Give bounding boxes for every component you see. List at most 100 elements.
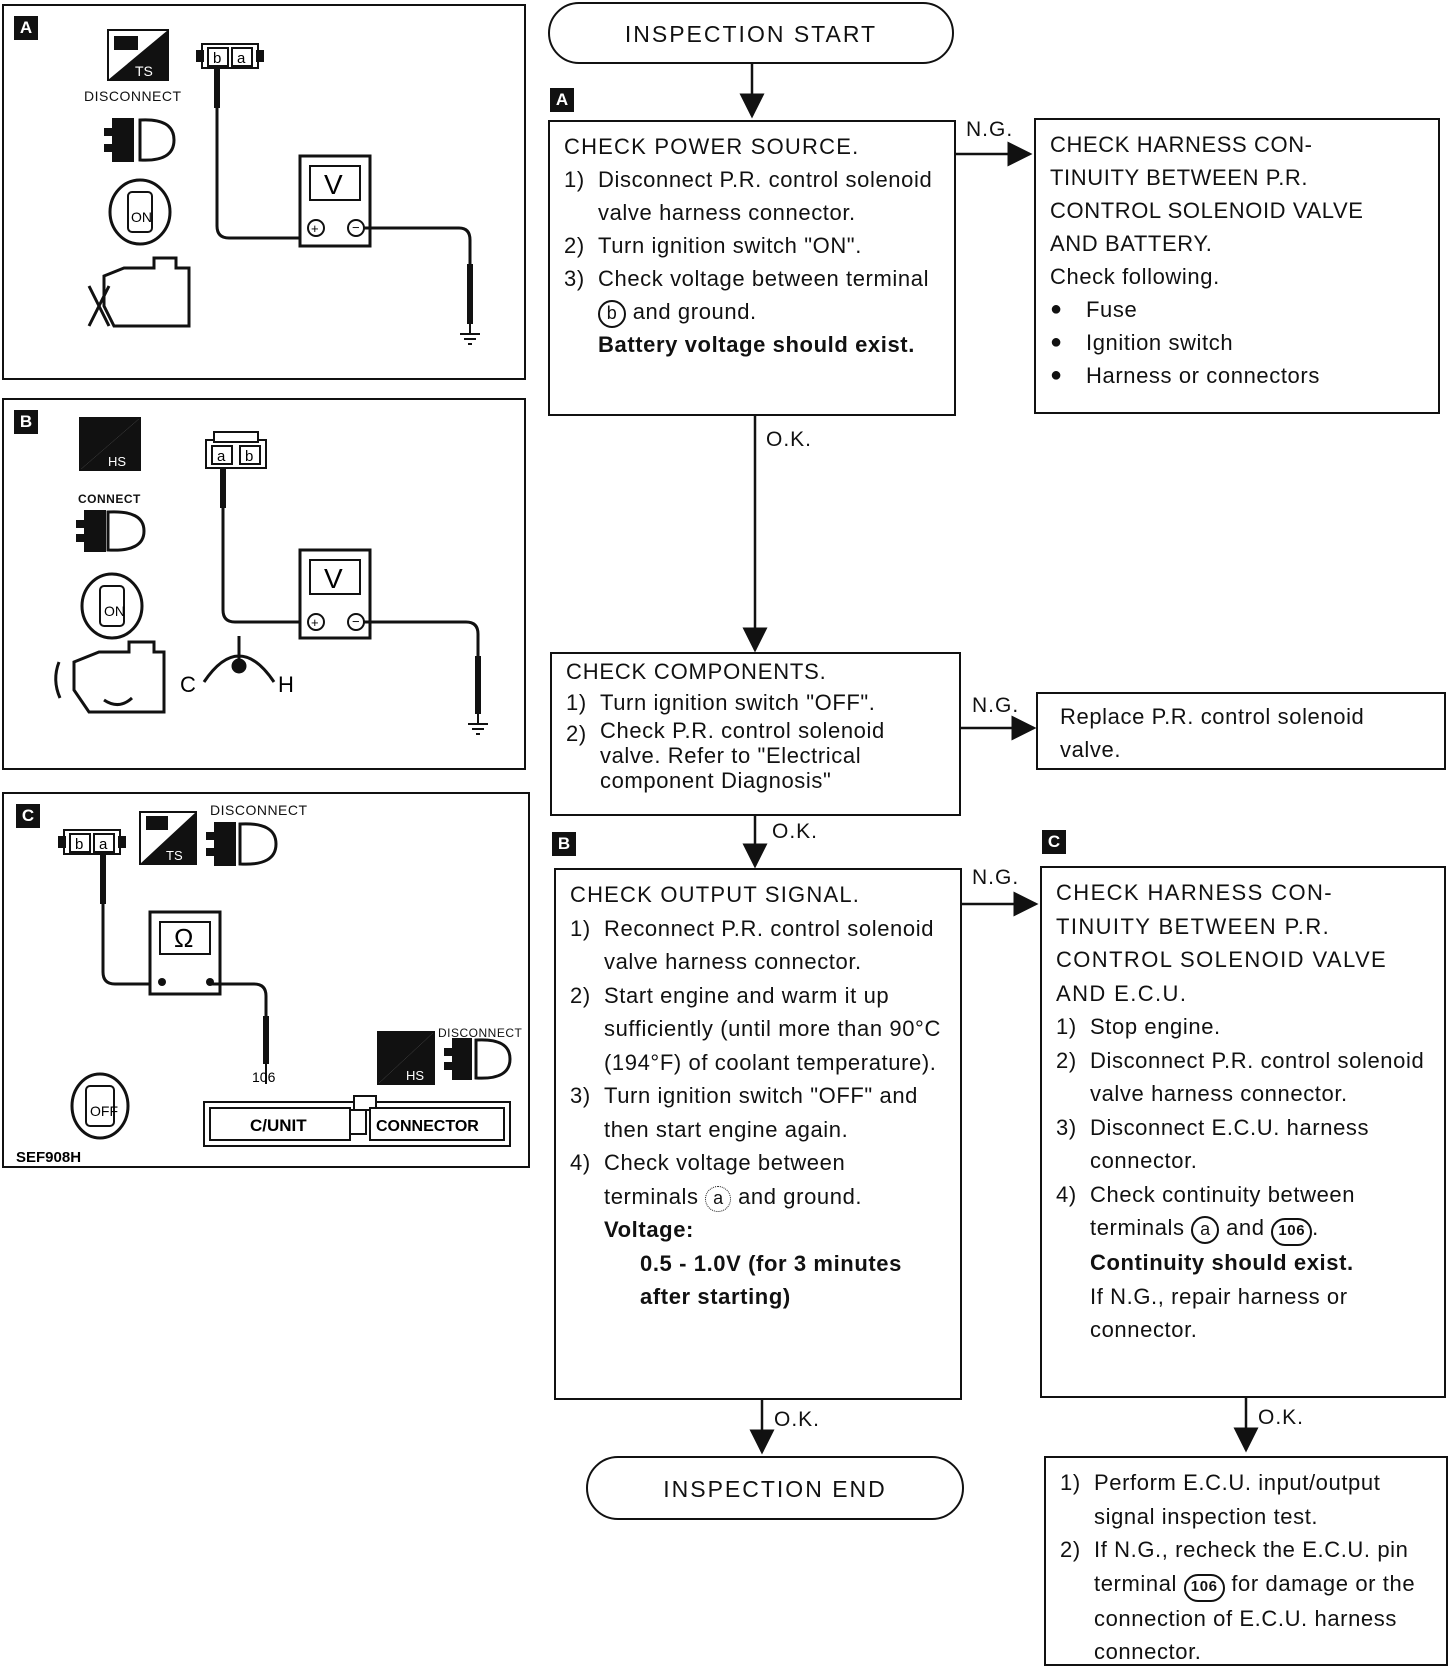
ecu-test-step-2: If N.G., recheck the E.C.U. pin terminal… [1094,1537,1416,1664]
ignition-hs-icon [79,417,141,471]
svg-text:ON: ON [104,603,125,619]
svg-text:C: C [180,672,196,697]
check-power-source-title: CHECK POWER SOURCE. [564,134,860,159]
svg-text:V: V [324,169,343,200]
key-off-icon [70,1072,130,1140]
connector-icon [205,431,267,469]
panel-c-tag: C [16,804,40,828]
step-c-tag: C [1042,830,1066,854]
svg-text:a: a [237,50,246,67]
panel-c: C b a TS Ω [2,792,530,1168]
svg-text:HS: HS [406,1068,424,1083]
ecu-test-box: 1)Perform E.C.U. input/output signal ins… [1044,1456,1448,1666]
ignition-ts-icon [139,811,197,865]
connector-icon [58,829,126,855]
voltage-value: 0.5 - 1.0V (for 3 minutes after starting… [640,1250,902,1310]
svg-text:OFF: OFF [90,1103,118,1119]
engine-running-icon [54,640,166,714]
panel-b-tag: B [14,410,38,434]
harness-ecu-title-2: TINUITY BETWEEN P.R. [1056,913,1331,939]
engine-stopped-icon [87,256,191,328]
continuity-spec: Continuity should exist. [1090,1250,1354,1275]
ok-label-3: O.K. [774,1408,821,1431]
terminal-106-icon: 106 [1271,1218,1313,1246]
disconnect-plug-icon [206,822,278,866]
check-harness-battery-box: CHECK HARNESS CON- TINUITY BETWEEN P.R. … [1034,118,1440,414]
check-output-signal-title: CHECK OUTPUT SIGNAL. [570,882,861,907]
output-step-1: Reconnect P.R. control solenoid valve ha… [604,915,935,975]
power-step-3: Check voltage between terminal b and gro… [598,266,930,357]
svg-text:−: − [352,614,360,629]
svg-text:106: 106 [252,1069,276,1085]
panel-a-disconnect-label: DISCONNECT [84,88,182,104]
voltmeter-icon: + − [298,154,372,248]
svg-text:a: a [217,448,226,465]
harness-battery-check: Check following. [1050,264,1220,289]
panel-c-disconnect-top-label: DISCONNECT [210,802,308,818]
svg-text:b: b [245,448,253,465]
ng-label-3: N.G. [972,866,1020,889]
connector-icon [196,43,264,69]
harness-battery-title-3: CONTROL SOLENOID VALVE [1050,198,1364,223]
power-step-1: Disconnect P.R. control solenoid valve h… [598,167,933,225]
ecu-step-1: Stop engine. [1090,1014,1221,1039]
ok-label-2: O.K. [772,820,819,843]
bullet-ignition: Ignition switch [1086,330,1234,355]
check-components-title: CHECK COMPONENTS. [566,659,827,684]
probe-red [214,68,220,108]
panel-a-tag: A [14,16,38,40]
svg-text:TS: TS [135,63,153,79]
output-step-4: Check voltage between terminals a and gr… [604,1146,946,1314]
inspection-end: INSPECTION END [586,1456,964,1520]
svg-text:−: − [352,220,360,235]
check-power-source-box: CHECK POWER SOURCE. 1)Disconnect P.R. co… [548,120,956,416]
svg-text:+: + [311,615,319,630]
svg-text:a: a [99,836,108,853]
check-output-signal-box: CHECK OUTPUT SIGNAL. 1)Reconnect P.R. co… [554,868,962,1400]
svg-text:ON: ON [131,209,152,225]
panel-a-drawing: TS b a + − V [87,29,480,345]
terminal-b-icon: b [598,300,626,328]
ignition-hs-icon [377,1031,435,1085]
svg-text:TS: TS [166,848,183,863]
harness-battery-title-4: AND BATTERY. [1050,231,1213,256]
probe-black [467,264,473,324]
output-step-3: Turn ignition switch "OFF" and then star… [604,1083,919,1142]
ecu-connector-icon [203,1095,511,1147]
svg-text:H: H [278,672,294,697]
key-on-icon [108,178,172,246]
ok-label-1: O.K. [766,428,813,451]
ground-icon [468,714,488,735]
ohmmeter-icon [148,910,222,996]
panel-b-connect-label: CONNECT [78,492,141,506]
continuity-repair: If N.G., repair harness or connector. [1090,1283,1348,1343]
svg-text:C/UNIT: C/UNIT [250,1116,307,1135]
svg-text:b: b [75,836,83,853]
inspection-start: INSPECTION START [548,2,954,64]
replace-valve-box: Replace P.R. control solenoid valve. [1036,692,1446,770]
output-step-2: Start engine and warm it up sufficiently… [604,982,941,1075]
connect-plug-icon [76,510,146,552]
harness-ecu-title-3: CONTROL SOLENOID VALVE [1056,947,1388,972]
ground-icon [460,324,480,345]
ecu-step-2: Disconnect P.R. control solenoid valve h… [1090,1047,1425,1107]
components-step-2: Check P.R. control solenoid valve. Refer… [600,718,885,793]
svg-text:CONNECTOR: CONNECTOR [376,1118,479,1135]
terminal-a-icon: a [1191,1216,1220,1244]
ecu-step-4: Check continuity between terminals a and… [1090,1181,1356,1343]
svg-text:HS: HS [108,454,126,469]
panel-b: B HS a b + − V [2,398,526,770]
step-a-tag: A [550,88,574,112]
replace-valve-text: Replace P.R. control solenoid valve. [1060,704,1365,762]
terminal-106-icon: 106 [1183,1573,1225,1602]
svg-text:+: + [311,221,319,236]
panel-a: A TS b a + − V [2,4,526,380]
harness-battery-title-1: CHECK HARNESS CON- [1050,132,1313,157]
power-step-2: Turn ignition switch "ON". [598,233,862,258]
bullet-fuse: Fuse [1086,297,1138,322]
panel-c-drawing: b a TS Ω 106 HS [16,811,512,1166]
svg-text:SEF908H: SEF908H [16,1149,81,1166]
harness-ecu-title-1: CHECK HARNESS CON- [1056,880,1334,905]
panel-b-drawing: HS a b + − V [54,417,488,735]
